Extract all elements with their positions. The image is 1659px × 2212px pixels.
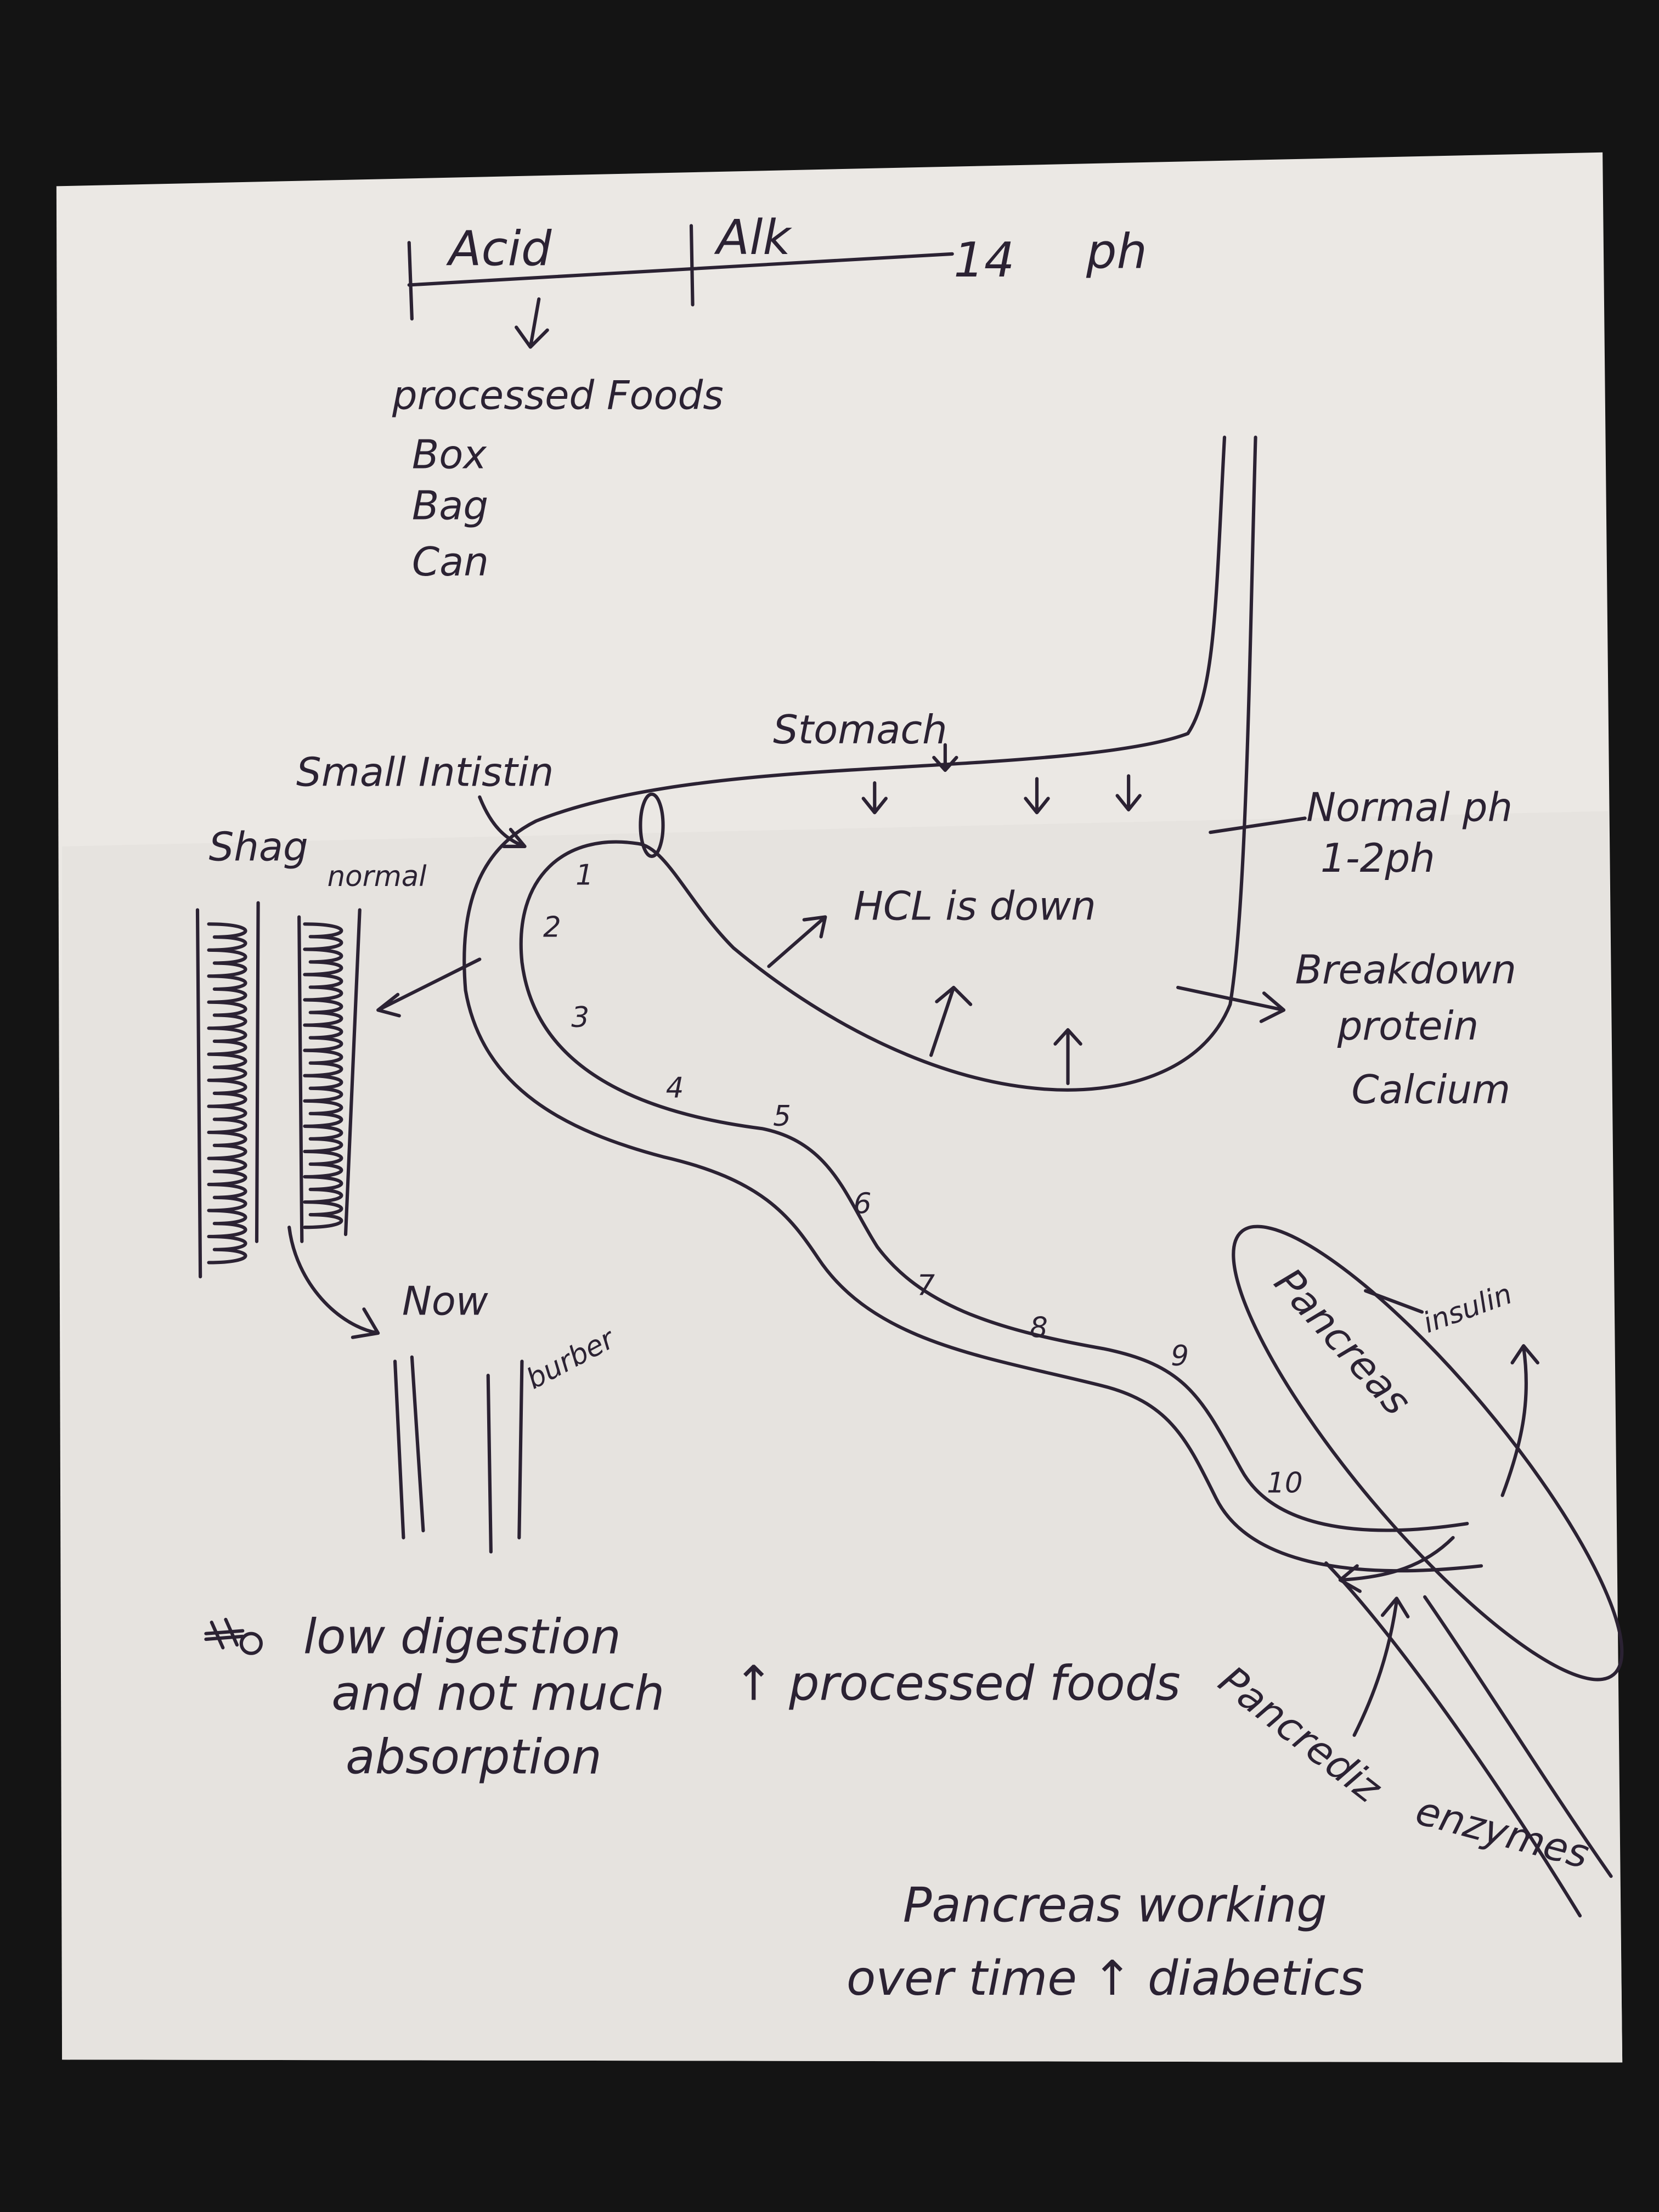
processed-item: Box [412,432,487,478]
stomach-label: Stomach [773,707,947,753]
segment-number: 7 [917,1269,935,1302]
ph-unit-label: ph [1086,224,1147,280]
enzyme-arrow [1352,1596,1410,1737]
arrow-down-icon [1024,777,1050,815]
esophagus-inner [462,436,1483,1573]
stomach-drawing [287,436,1624,1918]
shag-label: Shag [209,824,308,870]
small-intestine-label: Small Intistin [296,749,554,795]
note-not-much: and not much [331,1666,664,1722]
now-label: Now [402,1278,488,1324]
note-pancreas-working: Pancreas working [903,1877,1327,1933]
segment-number: 1 [575,859,594,891]
segment-number: 2 [543,911,561,944]
breakdown-label: Breakdown [1295,946,1516,992]
ph-scale: Acid Alk 14 ph [407,210,1147,349]
note-processed-foods: ↑ processed foods [733,1656,1181,1712]
arrow-up-icon [767,915,827,968]
segment-number: 9 [1171,1340,1189,1373]
arrow-right-icon [1176,985,1286,1023]
note-low-digestion: low digestion [303,1609,621,1665]
paper-shadow-fold [62,811,1623,2063]
arrow-down-icon [515,297,549,349]
flattened-villi [393,1355,524,1554]
esophagus-outer [519,436,1469,1532]
normal-ph-range: 1-2ph [1321,835,1435,881]
processed-item: Can [412,539,489,585]
curved-arrow-icon [287,1226,380,1339]
processed-item: Bag [412,482,488,528]
arrow-down-icon [1115,774,1142,812]
segment-number: 10 [1267,1467,1302,1500]
normal-label: normal [328,860,427,893]
arrow-down-icon [932,743,958,772]
segment-number: 8 [1030,1312,1048,1345]
insulin-arrow [1500,1344,1539,1497]
arrow-up-icon [1053,1028,1082,1085]
note-over-time-diabetics: over time ↑ diabetics [847,1950,1364,2006]
segment-numbers: 1 2 3 4 5 6 7 8 9 10 [543,859,1303,1499]
villi-shag-normal [207,922,247,1265]
calcium-label: Calcium [1351,1066,1510,1113]
duct-line [1324,1561,1582,1918]
villi-normal [303,922,343,1229]
ph-max-label: 14 [953,232,1014,288]
acid-label: Acid [446,221,552,276]
enzyme-curve-arrow [1338,1536,1455,1593]
pancreas-shape [1232,1224,1624,1681]
normal-ph-label: Normal ph [1306,785,1513,831]
processed-foods-list: processed Foods Box Bag Can [392,373,724,585]
segment-number: 5 [773,1100,791,1133]
note-absorption: absorption [346,1729,602,1785]
alk-label: Alk [714,210,792,266]
insulin-pointer [1364,1289,1424,1314]
segment-number: 4 [666,1072,684,1105]
small-intestine-arrow [478,795,527,848]
segment-number: 6 [854,1187,872,1220]
protein-label: protein [1337,1003,1479,1049]
normal-ph-pointer [1209,816,1307,834]
processed-foods-title: processed Foods [392,373,724,419]
pylorus-valve [639,792,665,858]
arrow-left-icon [376,957,482,1018]
villi-wall [195,901,260,1279]
arrow-down-icon [861,781,888,815]
villi-wall [297,908,362,1243]
note-bullet-scribble [204,1617,263,1655]
duct-line [1423,1595,1613,1878]
arrow-up-icon [929,985,973,1057]
segment-number: 3 [571,1001,589,1034]
hcl-label: HCL is down [854,883,1096,929]
villi-drawing [195,901,524,1554]
